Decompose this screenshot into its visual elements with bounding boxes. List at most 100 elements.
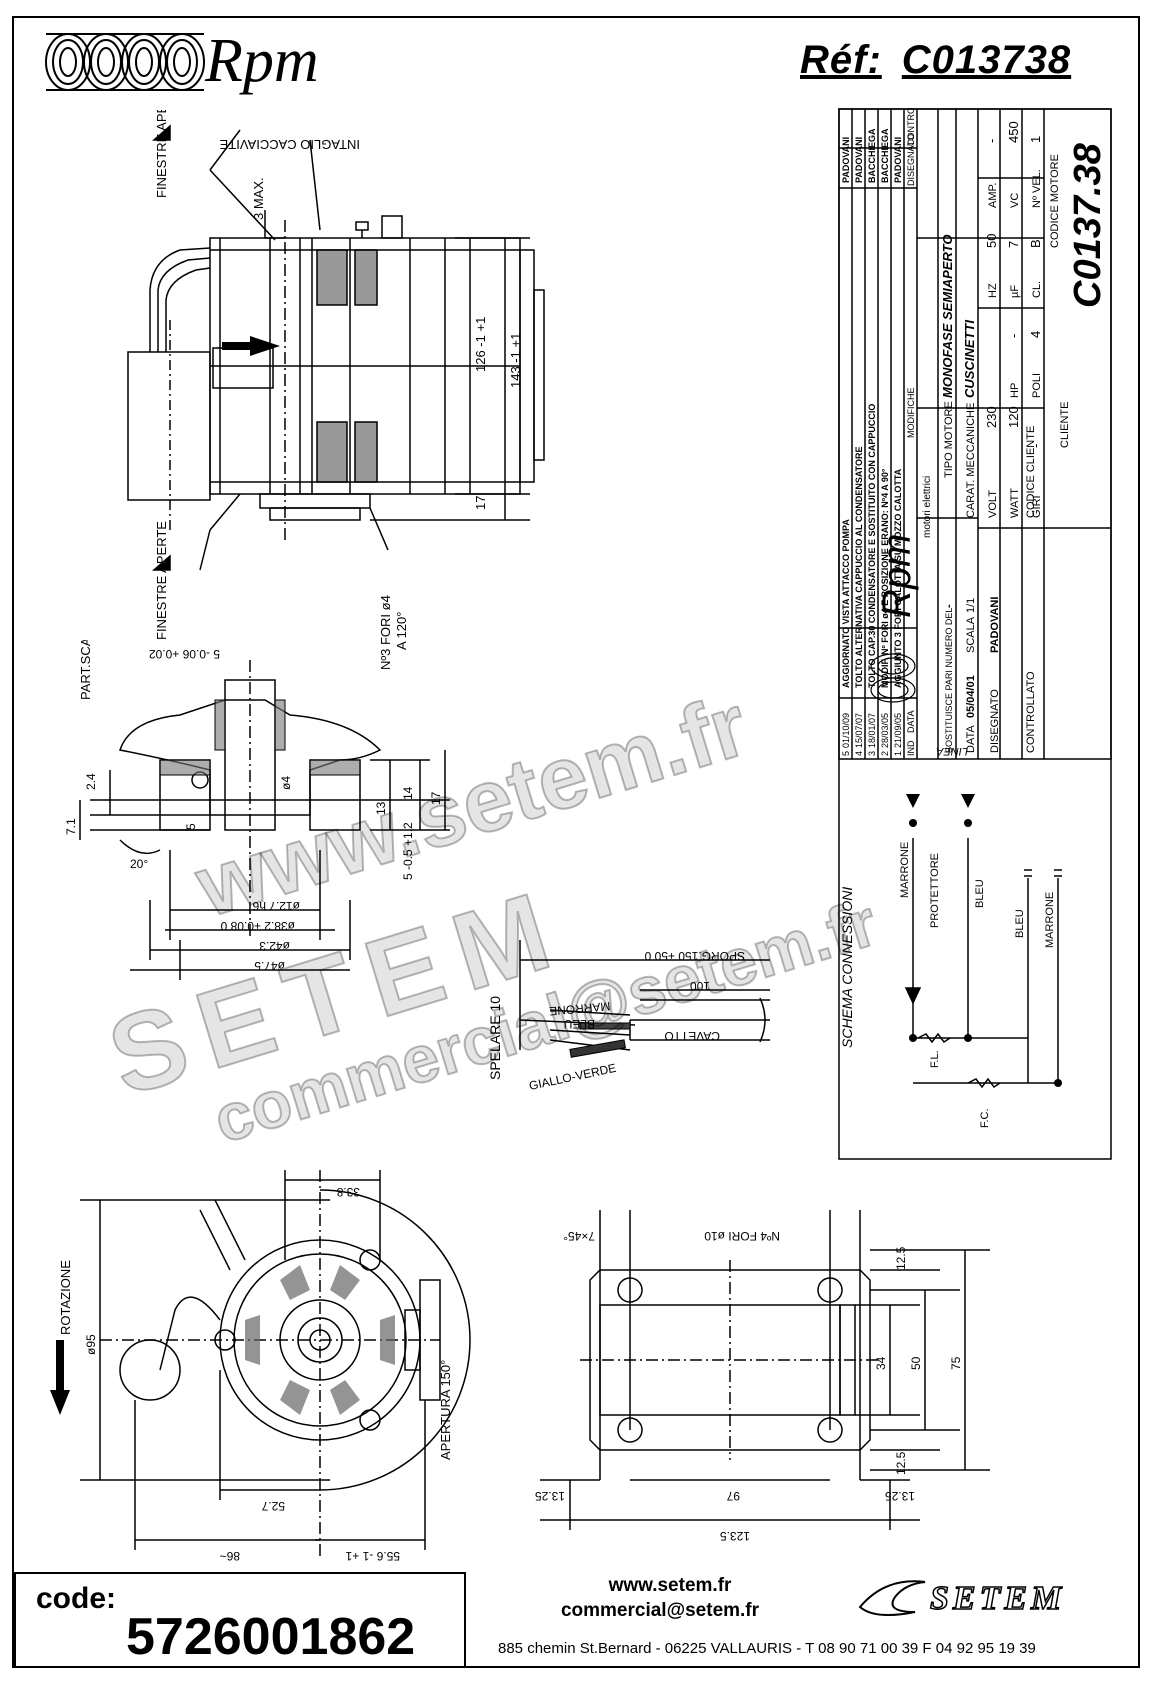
detail-d4: ø4: [279, 776, 293, 790]
rpm-logo-icon: [45, 33, 205, 91]
base-plate-view: 7×45° Nº4 FORI ø10 12.5 34 50 75 12.5 13…: [535, 1210, 990, 1543]
drawing-frame: [12, 16, 1140, 1668]
uf-value: 7: [1006, 241, 1021, 248]
codice-cliente-label: CODICE CLIENTE: [1025, 426, 1037, 518]
dim-143: 143 -1 +1: [508, 333, 523, 388]
schema-bleu-2: BLEU: [1014, 909, 1026, 938]
hz-label: HZ: [987, 283, 999, 298]
base-d1235: 123.5: [720, 1529, 750, 1543]
shaft-detail-view: PART.SCALA 2:1 5 -0.06 +0.02 2.4 7.1 5 ø…: [64, 640, 450, 980]
block-logo-icon: [870, 653, 916, 703]
amp-value: -: [984, 139, 999, 143]
finestre-aperte-bottom: FINESTRE APERTE: [154, 521, 169, 640]
base-d97: 97: [726, 1489, 740, 1503]
rev-text-1: AGGIUNTO 3 FORI CALOTTA SU MOZZO CALOTTA: [893, 468, 903, 688]
detail-d5b: 5: [184, 823, 198, 830]
cable-bleu: BLEU: [564, 1017, 595, 1031]
detail-d382: ø38.2 +0.08 0: [220, 919, 295, 933]
rev-text-4: TOLTO ALTERNATIVA CAPPUCCIO AL CONDENSAT…: [854, 446, 864, 688]
cable-drawing: SPORG.150 +50 0 100 SPELARE 10 MARRONE B…: [487, 940, 770, 1093]
poli-label: POLI: [1031, 373, 1043, 398]
hz-value: 50: [984, 234, 999, 248]
dim-17-side: 17: [473, 496, 488, 510]
detail-d5: 5 -0.06 +0.02: [149, 647, 220, 661]
intaglio-cacciavite: INTAGLIO CACCIAVITE: [219, 137, 360, 152]
rev-header-disegnato: DISEGNATO: [906, 134, 916, 186]
cliente-label: CLIENTE: [1059, 402, 1071, 448]
detail-d71: 7.1: [64, 818, 78, 835]
rev-text-3: TOLTO CAP.30 CONDENSATORE E SOSTITUITO C…: [867, 404, 877, 688]
rev-sign-2: BACCHIEGA: [880, 128, 890, 183]
carat-value: CUSCINETTI: [962, 320, 977, 398]
protettore-label: PROTETTORE: [929, 853, 941, 928]
base-d1325a: 13.25: [535, 1489, 565, 1503]
front-d527: 52.7: [261, 1499, 285, 1513]
dim-126: 126 -1 +1: [473, 317, 488, 372]
vc-value: 450: [1006, 121, 1021, 143]
cable-giallo: GIALLO-VERDE: [528, 1061, 618, 1093]
volt-value: 230: [984, 406, 999, 428]
rev-text-2: MODIF. Nº FORI ø4 E POSIZIONE ERANO: Nº4…: [880, 468, 890, 688]
codice-motore: C0137.38: [1067, 142, 1109, 308]
schema-marrone-2: MARRONE: [1044, 892, 1056, 948]
scala-value: 1/1: [965, 598, 977, 613]
dim-3-max: 3 MAX.: [251, 177, 266, 220]
detail-d13: 13: [374, 801, 388, 815]
hp-label: HP: [1009, 383, 1021, 398]
rev-ind-3: 3: [867, 751, 877, 756]
code-box: [14, 1572, 466, 1668]
detail-d17: 17: [429, 791, 443, 805]
scala-label: SCALA: [965, 616, 977, 653]
detail-d475: ø47.5: [254, 959, 285, 973]
controllato-label: CONTROLLATO: [1025, 671, 1037, 753]
footer-website-link[interactable]: www.setem.fr: [608, 1575, 732, 1596]
cable-cavetto: CAVETTO: [664, 1029, 720, 1043]
footer-email-link[interactable]: commercial@setem.fr: [560, 1600, 760, 1621]
hp-value: -: [1006, 334, 1021, 338]
cable-l100: 100: [690, 979, 710, 993]
base-d34: 34: [874, 1356, 888, 1370]
cl-label: CL.: [1031, 281, 1043, 298]
sostituisce-label: SOSTITUISCE PARI NUMERO DEL: [944, 608, 954, 753]
giri-label: GIRI: [1031, 495, 1043, 518]
rev-date-2: 28/03/05: [880, 713, 890, 748]
rev-date-5: 01/10/09: [841, 713, 851, 748]
rev-ind-1: 1: [893, 751, 903, 756]
disegnato-value: PADOVANI: [989, 597, 1001, 653]
rev-ind-5: 5: [841, 751, 851, 756]
fori-label: Nº3 FORI ø4: [378, 595, 393, 670]
nvel-value: 1: [1028, 136, 1043, 143]
brand-logo-text: Rpm: [205, 27, 319, 95]
disegnato-label: DISEGNATO: [989, 689, 1001, 753]
fc-label: F.C.: [979, 1108, 991, 1128]
rev-ind-4: 4: [854, 751, 864, 756]
front-d86: 86~: [220, 1549, 240, 1563]
tipo-motore-value: MONOFASE SEMIAPERTO: [940, 235, 955, 399]
watt-label: WATT: [1009, 488, 1021, 518]
block-brand: Rpm: [875, 534, 919, 618]
reference-number: Réf:C013738: [800, 38, 1072, 82]
volt-label: VOLT: [987, 490, 999, 518]
codice-motore-label: CODICE MOTORE: [1049, 154, 1061, 248]
vc-label: VC: [1009, 193, 1021, 208]
schema-bleu: BLEU: [974, 879, 986, 908]
rev-header-modifiche: MODIFICHE: [906, 388, 916, 439]
rev-header-controllato: CONTROLLATO: [906, 108, 916, 146]
detail-d5c: 5 -0.5 +1.2: [401, 822, 415, 880]
cl-value: B: [1028, 239, 1043, 248]
base-d50: 50: [909, 1356, 923, 1370]
giri-value: -: [1028, 444, 1043, 448]
linea-label: LINEA: [936, 745, 968, 757]
watt-value: 120: [1006, 406, 1021, 428]
detail-a20: 20°: [130, 857, 148, 871]
rev-date-1: 21/09/05: [893, 713, 903, 748]
base-d125b: 12.5: [894, 1451, 908, 1475]
rev-text-5: AGGIORNATO VISTA ATTACCO POMPA: [841, 519, 851, 688]
base-fori: Nº4 FORI ø10: [704, 1229, 780, 1243]
amp-label: AMP.: [987, 183, 999, 208]
data-label: DATA: [965, 725, 977, 753]
schema-marrone: MARRONE: [899, 842, 911, 898]
a120-label: A 120°: [394, 612, 409, 650]
setem-swoosh-icon: [858, 1580, 926, 1617]
finestre-aperte-top: FINESTRE APERTE: [154, 110, 169, 198]
